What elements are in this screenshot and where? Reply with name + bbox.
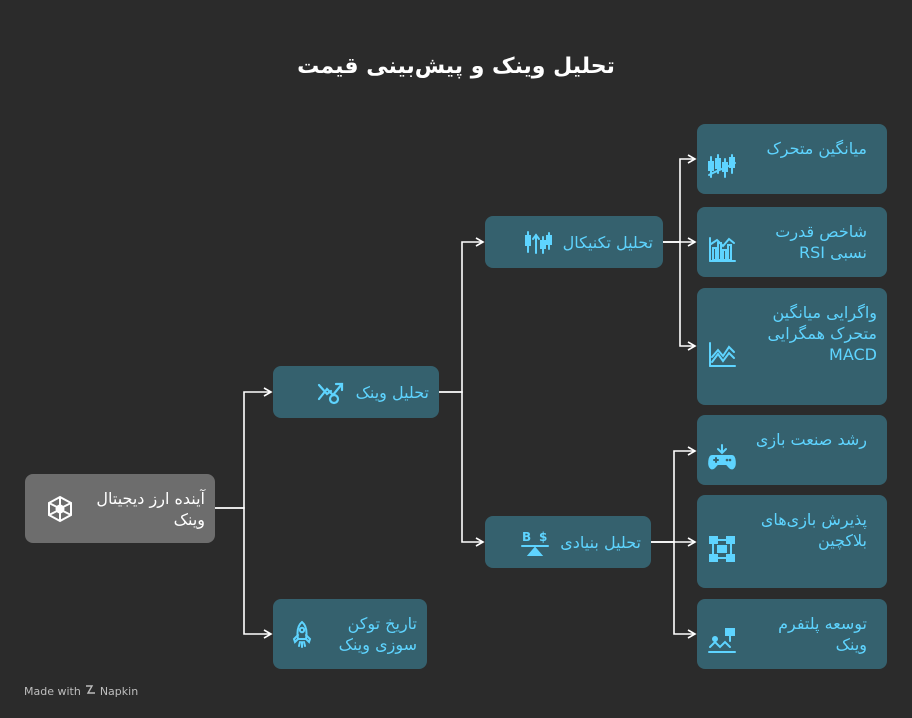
connector-technical-macd [663,241,697,351]
node-burn-history-label: تاریخ توکن سوزی وینک [338,614,417,654]
node-platform-dev-label: توسعه پلتفرم وینک [778,614,867,654]
gamepad-icon [707,442,737,472]
connector-analysis-technical [439,237,485,393]
platform-icon [707,626,737,656]
node-root[interactable]: آینده ارز دیجیتال وینک [25,474,215,543]
node-fundamental[interactable]: تحلیل بنیادی B $ [485,516,651,568]
connector-fundamental-gaming [651,446,697,543]
node-burn-history[interactable]: تاریخ توکن سوزی وینک [273,599,427,669]
candlestick-icon [707,151,737,181]
line-chart-icon [707,339,737,369]
footer-credit: Made with Napkin [24,684,138,698]
rocket-icon [287,619,317,649]
node-blockchain-games[interactable]: پذیرش بازی‌های بلاکچین [697,495,887,588]
svg-text:B: B [522,530,531,544]
footer-text: Made with [24,684,81,698]
node-platform-dev[interactable]: توسعه پلتفرم وینک [697,599,887,669]
candlestick-icon [523,227,553,257]
chart-arrow-icon [316,377,346,407]
connector-analysis-fundamental [439,391,485,547]
connector-fundamental-platform [651,541,697,639]
diagram-title: تحلیل وینک و پیش‌بینی قیمت [297,54,615,79]
node-gaming-growth-label: رشد صنعت بازی [755,430,867,449]
footer-brand: Napkin [99,684,139,698]
node-rsi-label: شاخص قدرت نسبی RSI [775,222,867,262]
network-icon [45,494,75,524]
balance-scale-icon: B $ [520,527,550,557]
connector-technical-ma [663,154,697,243]
napkin-logo-icon [85,684,96,698]
node-macd-label: واگرایی میانگین متحرک همگرایی MACD [767,303,877,364]
node-macd[interactable]: واگرایی میانگین متحرک همگرایی MACD [697,288,887,405]
node-technical-label: تحلیل تکنیکال [562,232,653,252]
node-technical[interactable]: تحلیل تکنیکال [485,216,663,268]
node-gaming-growth[interactable]: رشد صنعت بازی [697,415,887,485]
node-wink-analysis-label: تحلیل وینک [355,382,429,402]
connector-root-burn [215,507,273,639]
connector-root-analysis [215,387,273,509]
svg-text:$: $ [539,530,547,544]
node-moving-average[interactable]: میانگین متحرک [697,124,887,194]
node-rsi[interactable]: شاخص قدرت نسبی RSI [697,207,887,277]
node-blockchain-games-label: پذیرش بازی‌های بلاکچین [760,510,867,550]
bar-chart-icon [707,234,737,264]
node-fundamental-label: تحلیل بنیادی [560,532,641,552]
node-moving-average-label: میانگین متحرک [766,139,867,158]
node-wink-analysis[interactable]: تحلیل وینک [273,366,439,418]
blocks-icon [707,534,737,564]
node-root-label: آینده ارز دیجیتال وینک [96,488,205,529]
